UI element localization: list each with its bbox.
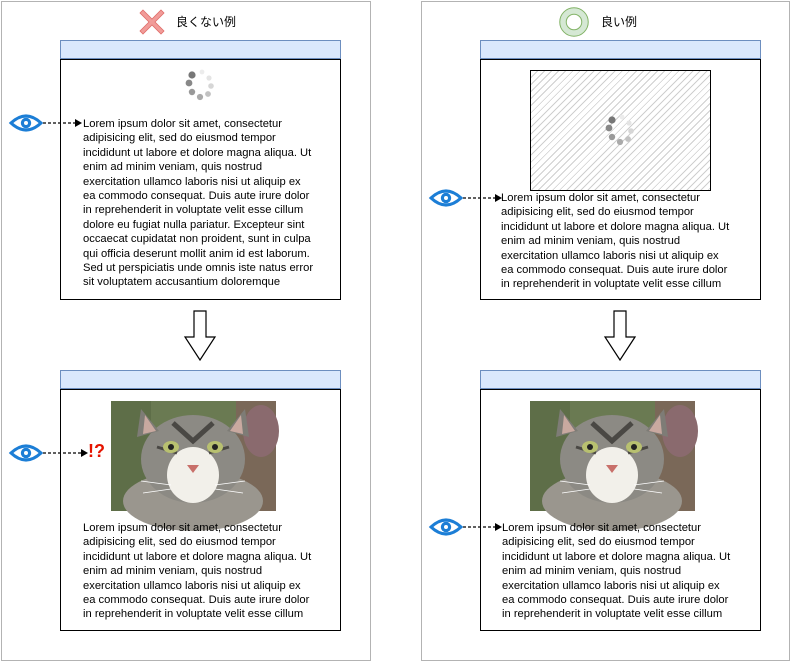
loading-spinner-icon	[605, 114, 634, 146]
good-example-title: 良い例	[601, 15, 638, 29]
confusion-mark: !?	[88, 441, 105, 461]
eye-icon	[428, 518, 464, 536]
cat-photo	[111, 401, 279, 531]
gaze-arrow	[43, 449, 88, 457]
eye-icon	[428, 189, 464, 207]
eye-icon	[8, 444, 44, 462]
transition-arrow	[183, 310, 217, 362]
bad-example-title: 良くない例	[176, 15, 237, 29]
gaze-arrow	[43, 119, 82, 127]
gaze-arrow	[463, 194, 502, 202]
eye-icon	[8, 114, 44, 132]
body-text-after: Lorem ipsum dolor sit amet, consectetur …	[502, 522, 731, 621]
browser-header-bar	[480, 40, 761, 59]
transition-arrow	[603, 310, 637, 362]
cat-photo	[530, 401, 698, 531]
body-text-after: Lorem ipsum dolor sit amet, consectetur …	[83, 522, 312, 621]
body-text-before: Lorem ipsum dolor sit amet, consectetur …	[83, 118, 314, 289]
browser-header-bar	[60, 370, 341, 389]
cross-icon	[139, 9, 165, 35]
circle-ok-icon	[559, 7, 589, 37]
browser-header-bar	[60, 40, 341, 59]
browser-header-bar	[480, 370, 761, 389]
body-text-before: Lorem ipsum dolor sit amet, consectetur …	[501, 192, 730, 291]
gaze-arrow	[463, 523, 502, 531]
loading-spinner-icon	[185, 69, 214, 101]
image-placeholder	[530, 70, 711, 191]
